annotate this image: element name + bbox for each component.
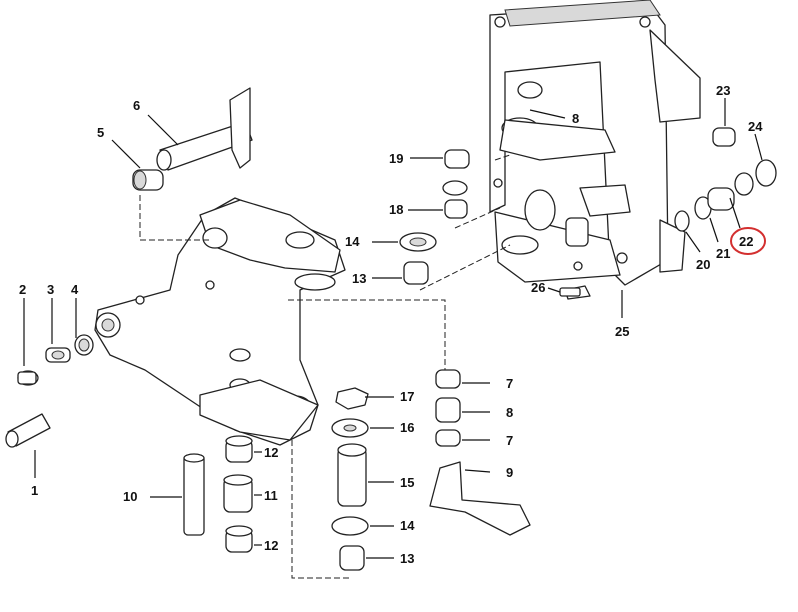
part-1-pin [5, 413, 51, 448]
label-15: 15 [400, 475, 414, 490]
label-6: 6 [133, 98, 140, 113]
label-24: 24 [748, 119, 763, 134]
part-2-bushing [17, 370, 39, 386]
label-11: 11 [264, 488, 278, 503]
label-26: 26 [531, 280, 545, 295]
part-7-bushing-lower [435, 429, 461, 447]
part-5-bushing [132, 169, 164, 191]
label-21: 21 [716, 246, 730, 261]
label-8-lower: 8 [506, 405, 513, 420]
part-13-bushing-lower [339, 545, 365, 571]
label-10: 10 [123, 489, 137, 504]
label-3: 3 [47, 282, 54, 297]
part-12-bushing-lower [225, 525, 253, 553]
part-12-bushing-upper [225, 435, 253, 463]
label-12-lower: 12 [264, 538, 278, 553]
part-20-oring [674, 210, 690, 232]
part-18-washer [442, 180, 468, 219]
label-1: 1 [31, 483, 38, 498]
part-16-washer [331, 418, 369, 438]
label-19: 19 [389, 151, 403, 166]
label-23: 23 [716, 83, 730, 98]
part-23-bushing [712, 127, 736, 147]
part-19-bushing [444, 149, 470, 169]
part-labels: 1 2 3 4 5 6 7 8 7 9 10 11 12 12 17 16 15… [19, 83, 763, 566]
label-9: 9 [506, 465, 513, 480]
part-15-bolt [337, 443, 367, 507]
part-11-bushing [223, 474, 253, 513]
label-18: 18 [389, 202, 403, 217]
label-17: 17 [400, 389, 414, 404]
label-13-lower: 13 [400, 551, 414, 566]
axle-bracket-casting [94, 197, 346, 446]
label-14-lower: 14 [400, 518, 415, 533]
part-10-pin [183, 453, 205, 536]
label-2: 2 [19, 282, 26, 297]
part-6-pin [156, 87, 253, 171]
label-4: 4 [71, 282, 79, 297]
label-13-upper: 13 [352, 271, 366, 286]
frame-assembly [489, 0, 701, 300]
label-8-upper: 8 [572, 111, 579, 126]
part-13-bushing-upper [403, 261, 429, 285]
label-7-upper: 7 [506, 376, 513, 391]
part-9-bracket [429, 461, 531, 536]
part-14-seal-lower [331, 516, 369, 536]
label-14-upper: 14 [345, 234, 360, 249]
label-22: 22 [739, 234, 753, 249]
part-26-bolt [559, 287, 581, 297]
label-12-upper: 12 [264, 445, 278, 460]
leader-lines [23, 98, 763, 579]
part-7-bushing-upper [435, 369, 461, 389]
label-5: 5 [97, 125, 104, 140]
part-3-bushing [45, 347, 71, 363]
highlight-circle-22 [730, 227, 766, 255]
part-17-nut [335, 387, 369, 410]
part-4-ring [74, 334, 94, 356]
label-25: 25 [615, 324, 629, 339]
label-7-lower: 7 [506, 433, 513, 448]
label-16: 16 [400, 420, 414, 435]
part-24-ring [734, 159, 777, 196]
part-8-bushing [435, 397, 461, 423]
label-20: 20 [696, 257, 710, 272]
part-14-seal-upper [399, 232, 437, 252]
part-22-bushing [707, 187, 735, 211]
